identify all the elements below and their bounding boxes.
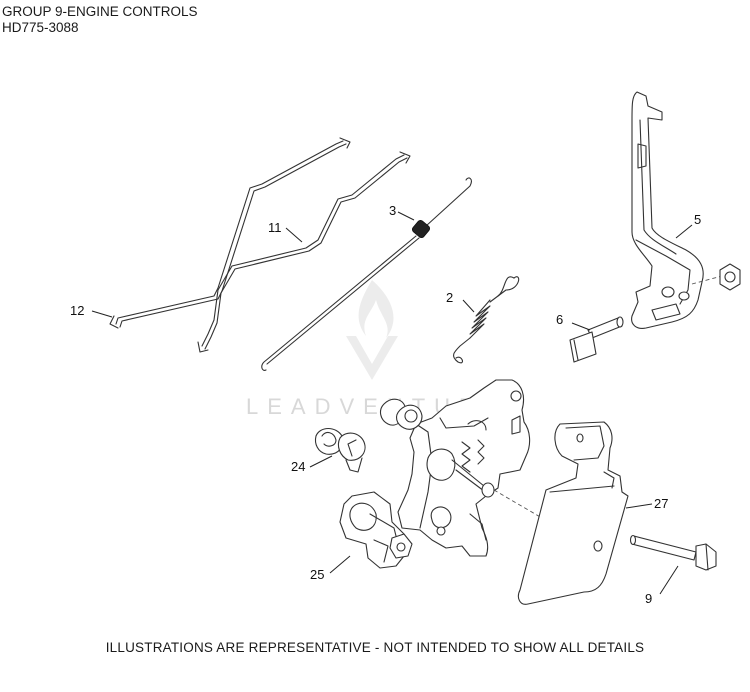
callout-labels: 12 11 3 2 5 6 24 25 27 9 [70, 203, 701, 606]
callout-27: 27 [654, 496, 668, 511]
callout-11: 11 [268, 220, 282, 235]
callout-5: 5 [694, 212, 701, 227]
callout-9: 9 [645, 591, 652, 606]
part-5-throttle-lever [631, 91, 723, 329]
part-24-clamp [314, 427, 366, 473]
watermark: LEADVENTURE [246, 280, 499, 419]
callout-12: 12 [70, 303, 84, 318]
diagram-model-number: HD775-3088 [2, 20, 79, 35]
callout-3: 3 [389, 203, 396, 218]
part-3-spring-cable [261, 177, 472, 371]
leader-lines [91, 211, 693, 595]
diagram-group-title: GROUP 9-ENGINE CONTROLS [2, 4, 198, 19]
callout-25: 25 [310, 567, 324, 582]
callout-24: 24 [291, 459, 305, 474]
control-bracket-assembly [379, 379, 591, 557]
hex-nut [719, 263, 741, 291]
part-9-shoulder-bolt [629, 534, 717, 571]
part-27-shield-plate [517, 421, 629, 605]
part-6-pin [569, 316, 624, 363]
part-2-extension-spring [452, 276, 520, 364]
callout-2: 2 [446, 290, 453, 305]
part-11-control-rod [197, 151, 411, 353]
part-25-switch-assembly [339, 491, 413, 569]
part-12-control-rod [109, 137, 351, 329]
disclaimer-footer: ILLUSTRATIONS ARE REPRESENTATIVE - NOT I… [105, 640, 645, 655]
callout-6: 6 [556, 312, 563, 327]
